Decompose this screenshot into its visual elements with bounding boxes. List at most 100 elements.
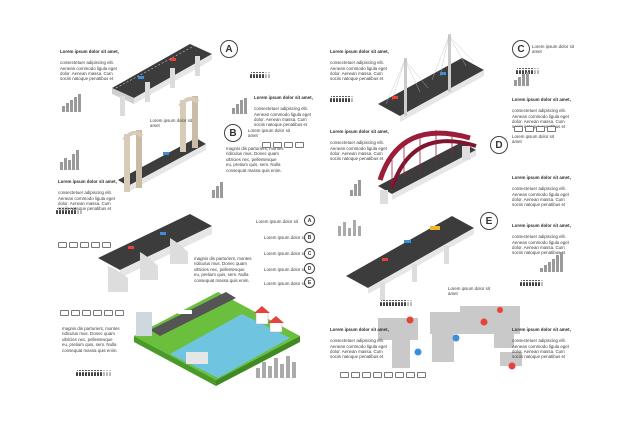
person-icon [516, 68, 519, 74]
person-icon [70, 208, 74, 214]
person-icon [397, 300, 401, 306]
car-icon [525, 126, 534, 132]
person-icon [394, 300, 398, 306]
caption-title: Lorem ipsum dolor sit amet, [330, 327, 389, 333]
caption-title: Lorem ipsum dolor sit amet, [512, 327, 571, 333]
caption-line: consectetuer adipiscing elit. [512, 108, 566, 114]
caption-line: dolor. Aenean massa. Cum [60, 71, 113, 77]
legend-row-label: Lorem ipsum dolor sit [264, 235, 306, 240]
person-icon [524, 68, 528, 74]
caption-bottom-right: Lorem ipsum dolor sit amet, consectetuer… [512, 322, 571, 360]
bar-chart-icon [212, 182, 223, 198]
person-icon [99, 370, 103, 376]
person-icon [258, 72, 262, 78]
car-icon [417, 372, 426, 378]
person-icon [347, 96, 351, 102]
legend-list: Lorem ipsum dolor sit A Lorem ipsum dolo… [256, 215, 316, 290]
person-icon [81, 370, 85, 376]
person-icon [64, 208, 68, 214]
bar-chart-icon [62, 94, 81, 112]
caption-right-d: Lorem ipsum dolor sit amet, consectetuer… [512, 170, 571, 208]
legend-row-label: Lorem ipsum dolor sit [264, 281, 306, 286]
people-row [516, 68, 540, 74]
person-icon [391, 300, 395, 306]
bar-chart-icon [540, 252, 563, 272]
person-icon [521, 68, 525, 74]
person-icon [525, 280, 529, 286]
car-icon [58, 242, 67, 248]
person-icon [58, 208, 62, 214]
car-icon [406, 372, 415, 378]
person-icon [61, 208, 65, 214]
caption-line: Aenean commodo ligula eget [330, 65, 387, 71]
city-block-illustration [134, 292, 300, 386]
badge-e: E [480, 212, 498, 230]
caption-line: dolor. Aenean massa. Cum [512, 349, 565, 355]
caption-line: Aenean commodo ligula eget [254, 111, 311, 117]
caption-line: Aenean commodo ligula eget [512, 343, 569, 349]
person-icon [264, 72, 268, 78]
caption-line: dolor. Aenean massa. Cum [330, 151, 383, 157]
viaduct-illustration [98, 214, 212, 292]
person-icon [338, 96, 342, 102]
caption-line: Aenean commodo ligula eget [330, 145, 387, 151]
legend-row-label: Lorem ipsum dolor sit [256, 219, 298, 224]
car-icon [69, 242, 78, 248]
person-icon [382, 300, 386, 306]
legend-row-label: Lorem ipsum dolor sit [264, 267, 306, 272]
caption-line: dolor. Aenean massa. Cum [512, 245, 565, 251]
person-icon [105, 370, 109, 376]
person-icon [536, 68, 540, 74]
caption-line: dolor. Aenean massa. Cum [58, 201, 111, 207]
people-row [380, 300, 413, 306]
caption-bottom-left: magnis dis parturient, montes ridiculus … [62, 326, 120, 353]
car-icon [295, 142, 304, 148]
people-row [520, 280, 544, 286]
caption-d-short: Lorem ipsum dolor sit amet [512, 134, 554, 145]
person-icon [261, 72, 265, 78]
person-icon [79, 208, 83, 214]
person-icon [409, 300, 413, 306]
people-row [250, 72, 271, 78]
caption-line: consectetuer adipiscing elit. [512, 186, 566, 192]
car-row [262, 142, 304, 148]
caption-right-c: Lorem ipsum dolor sit amet, consectetuer… [512, 92, 571, 130]
skyline-chart-icon [338, 220, 361, 236]
bar-chart-icon [350, 180, 361, 196]
person-icon [76, 208, 80, 214]
caption-title: Lorem ipsum dolor sit amet, [512, 223, 571, 229]
person-icon [522, 280, 526, 286]
caption-line: consectetuer adipiscing elit. [254, 106, 308, 112]
caption-line: sociis natoque penatibus et [60, 76, 114, 82]
person-icon [344, 96, 348, 102]
caption-line: sociis natoque penatibus et [330, 76, 384, 82]
caption-title: Lorem ipsum dolor sit amet, [254, 95, 313, 101]
person-icon [332, 96, 336, 102]
caption-line: dolor. Aenean massa. Cum [330, 71, 383, 77]
car-icon [60, 310, 69, 316]
person-icon [108, 370, 112, 376]
caption-title: Lorem ipsum dolor sit amet, [512, 97, 571, 103]
car-icon [284, 142, 293, 148]
caption-line: dolor. Aenean massa. Cum [254, 117, 307, 123]
person-icon [102, 370, 106, 376]
person-icon [330, 96, 333, 102]
caption-line: consectetuer adipiscing elit. [58, 190, 112, 196]
caption-line: Aenean commodo ligula eget [330, 343, 387, 349]
caption-line: Aenean commodo ligula eget [512, 191, 569, 197]
caption-mid-center-right: Lorem ipsum dolor sit amet, consectetuer… [330, 124, 389, 162]
caption-top-right: Lorem ipsum dolor sit amet, consectetuer… [330, 44, 389, 82]
person-icon [335, 96, 339, 102]
person-icon [93, 370, 97, 376]
caption-title: Lorem ipsum dolor sit amet, [330, 49, 389, 55]
person-icon [96, 370, 100, 376]
person-icon [530, 68, 534, 74]
car-icon [536, 126, 545, 132]
caption-title: Lorem ipsum dolor sit amet, [512, 175, 571, 181]
person-icon [87, 370, 91, 376]
bridge-d-illustration [377, 130, 477, 204]
caption-line: Aenean commodo ligula eget [512, 239, 569, 245]
caption-mid-left: Lorem ipsum dolor sit amet, consectetuer… [58, 174, 117, 212]
world-map-illustration [378, 306, 522, 368]
